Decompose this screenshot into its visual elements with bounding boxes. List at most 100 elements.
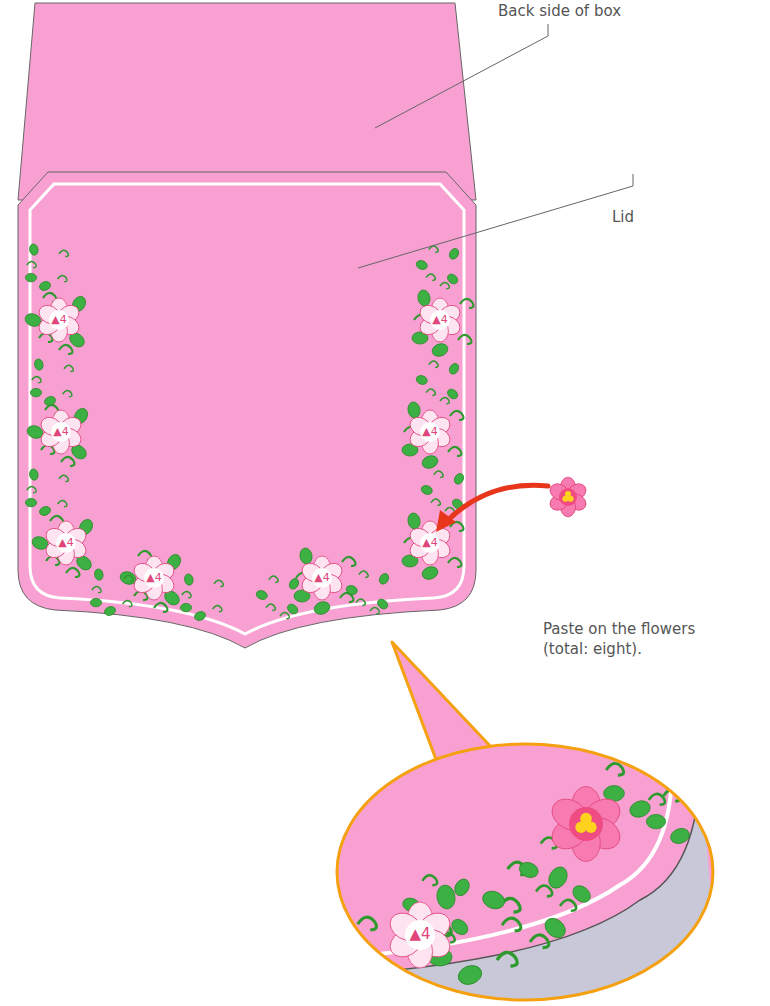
flower-center — [569, 807, 603, 841]
curl — [92, 586, 101, 592]
vine — [30, 358, 73, 407]
curl — [214, 580, 223, 586]
curl — [426, 274, 435, 280]
callout-number: ▲4 — [58, 536, 73, 550]
curl — [380, 990, 399, 1003]
vine — [25, 243, 68, 292]
curl — [358, 917, 377, 930]
flower-center — [144, 568, 164, 588]
flower — [407, 410, 454, 454]
leader-line — [375, 24, 548, 128]
curl — [440, 397, 449, 403]
flower-marks — [36, 298, 464, 600]
curl — [422, 875, 437, 885]
vine — [420, 471, 465, 514]
curl — [342, 557, 355, 566]
vine — [415, 361, 460, 404]
callout-number: ▲4 — [53, 425, 68, 439]
leaf — [43, 395, 56, 407]
leaf — [610, 730, 629, 753]
flower-center — [559, 488, 577, 506]
flower-center — [420, 422, 440, 442]
leaf — [193, 610, 206, 622]
paste-flower — [547, 477, 589, 517]
part-name: Lid — [612, 208, 634, 228]
curl — [59, 475, 68, 481]
leaf — [415, 259, 428, 271]
vine — [415, 246, 460, 289]
curl — [448, 447, 461, 456]
leaf — [420, 454, 439, 471]
curl — [431, 499, 440, 505]
box-template — [18, 3, 476, 648]
leaf — [420, 484, 433, 496]
vine — [255, 576, 300, 619]
curl — [154, 603, 167, 612]
flower-center — [51, 422, 71, 442]
vine — [118, 551, 183, 612]
flower — [417, 298, 464, 342]
vine — [23, 293, 88, 354]
lid-border-line — [340, 760, 672, 958]
flower — [36, 298, 83, 342]
curl — [502, 918, 521, 931]
paste-arrow — [448, 485, 548, 520]
lid-border-line — [30, 184, 464, 634]
leaf — [391, 969, 419, 996]
flower-center — [405, 920, 435, 950]
flower — [385, 902, 455, 968]
curl — [213, 605, 222, 611]
flower-center — [49, 310, 69, 330]
leaf — [312, 600, 331, 617]
leaf — [456, 962, 485, 987]
curl — [536, 886, 552, 897]
curl — [124, 575, 133, 581]
curl — [666, 743, 683, 755]
leaf — [480, 888, 507, 911]
callout-number: ▲4 — [422, 425, 437, 439]
leaf — [103, 605, 116, 617]
instruction-note: Paste on the flowers (total: eight). — [543, 620, 728, 659]
curl — [352, 973, 371, 986]
curl — [356, 599, 365, 605]
leaf — [25, 498, 36, 506]
curl — [182, 591, 191, 597]
leaf — [38, 280, 51, 292]
zoom-callout — [330, 642, 720, 1006]
leaf — [90, 598, 101, 606]
vine — [402, 401, 463, 470]
leaf — [669, 826, 692, 846]
vine-decoration — [23, 243, 473, 622]
flower — [38, 410, 85, 454]
leaf — [345, 584, 358, 596]
vine — [294, 547, 355, 616]
vine — [345, 571, 390, 614]
back-side-panel — [18, 3, 476, 200]
vine — [412, 289, 473, 358]
curl — [497, 952, 517, 966]
curl — [32, 376, 41, 382]
curl — [440, 282, 449, 288]
flower-center — [430, 310, 450, 330]
leaf — [34, 358, 44, 370]
callout-number: ▲4 — [314, 571, 329, 585]
leaf — [407, 401, 422, 419]
vine — [180, 573, 223, 622]
curl — [370, 607, 379, 613]
paper-edge — [340, 760, 720, 1006]
curl — [702, 818, 718, 829]
leaf — [94, 568, 104, 580]
leaf — [330, 943, 357, 966]
callout-number: ▲4 — [51, 313, 66, 327]
curl — [58, 275, 67, 281]
leader-lines — [358, 24, 633, 268]
leaf — [452, 876, 472, 898]
curl — [458, 335, 471, 344]
curl — [448, 558, 461, 567]
curl — [426, 389, 435, 395]
curl — [704, 775, 720, 786]
leaf — [299, 547, 314, 565]
curl — [63, 390, 72, 396]
flower-center — [56, 533, 76, 553]
